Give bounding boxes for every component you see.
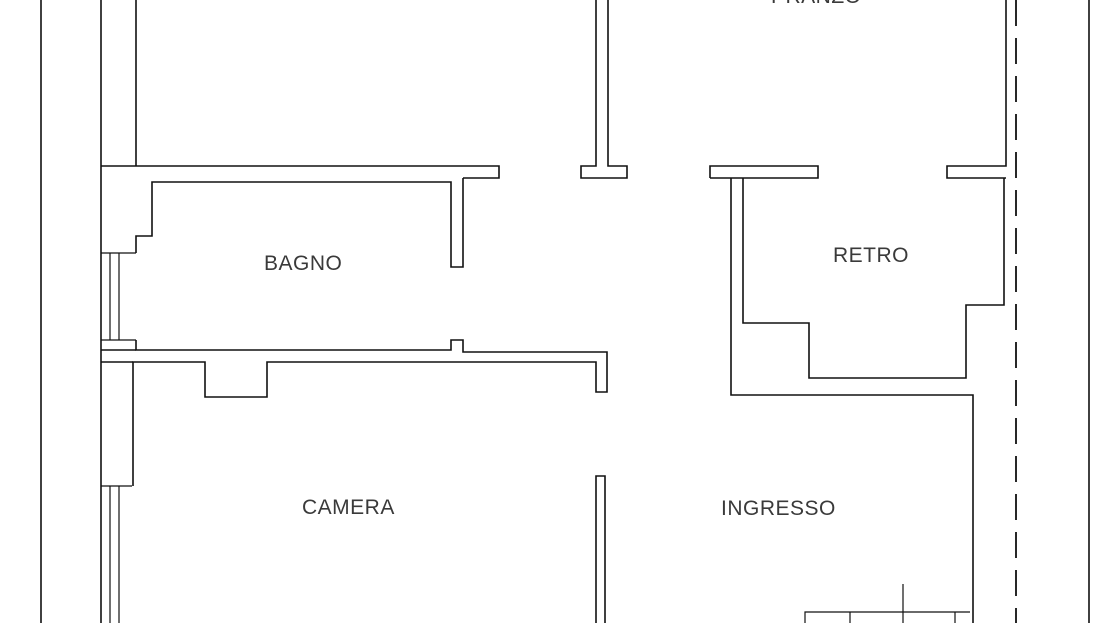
sheet-border (40, 0, 1090, 623)
room-top-left-walls (136, 0, 628, 179)
ingresso-fixture (804, 584, 970, 623)
room-label-ingresso: INGRESSO (721, 497, 836, 520)
camera-walls (101, 349, 606, 623)
bagno-walls (101, 165, 608, 486)
window-left-lower (101, 485, 132, 623)
retro-walls (730, 178, 1005, 623)
room-label-pranzo: PRANZO (771, 0, 862, 8)
pranzo-walls (709, 0, 1007, 179)
room-label-retro: RETRO (833, 244, 909, 267)
window-left-upper (101, 252, 136, 341)
exterior-wall-left (100, 0, 137, 623)
room-label-camera: CAMERA (302, 496, 395, 519)
room-label-bagno: BAGNO (264, 252, 342, 275)
